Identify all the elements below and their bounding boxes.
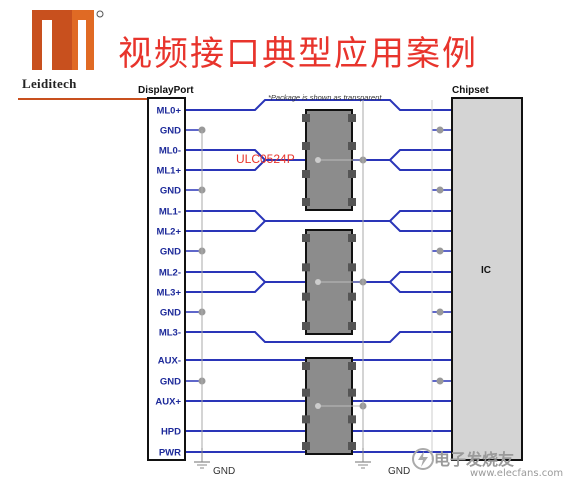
- gnd-label-left: GND: [213, 466, 235, 477]
- watermark-text: 电子发烧友: [434, 450, 515, 469]
- package-pin: [348, 362, 356, 370]
- package-pin: [302, 263, 310, 272]
- pin-label: ML3-: [159, 328, 181, 339]
- package-pin: [302, 388, 310, 397]
- pin-label: ML2-: [159, 268, 181, 279]
- pin-label: GND: [160, 247, 181, 258]
- brand-name: Leiditech: [22, 76, 77, 91]
- package-pin: [302, 142, 310, 150]
- pin-label: PWR: [159, 448, 181, 459]
- package-pin: [302, 170, 310, 178]
- package-pin: [302, 415, 310, 424]
- pin-label: ML3+: [156, 288, 181, 299]
- pin-label: GND: [160, 126, 181, 137]
- pin-label: ML1-: [159, 207, 181, 218]
- package-pin: [348, 388, 356, 397]
- gnd-label-right: GND: [388, 466, 410, 477]
- ic-label: IC: [481, 265, 491, 276]
- signal-trace: [185, 99, 452, 111]
- displayport-block: [147, 97, 186, 461]
- chipset-block: [451, 97, 523, 461]
- signal-trace: [185, 220, 452, 232]
- pin-label: GND: [160, 377, 181, 388]
- package-pin: [348, 198, 356, 206]
- package-gnd-dot: [315, 279, 321, 285]
- package-gnd-dot: [315, 157, 321, 163]
- pin-label: HPD: [161, 427, 181, 438]
- package-pin: [348, 263, 356, 272]
- page-title: 视频接口典型应用案例: [118, 34, 478, 74]
- pin-label: ML0-: [159, 146, 181, 157]
- package-pin: [348, 292, 356, 301]
- protection-packages: [302, 109, 367, 455]
- package-pin: [302, 442, 310, 450]
- gnd-wiring: [201, 100, 433, 460]
- package-pin: [348, 322, 356, 330]
- signal-trace: [185, 210, 452, 222]
- watermark-url: www.elecfans.com: [470, 468, 564, 479]
- gnd-junction: [436, 126, 444, 134]
- signal-trace: [185, 331, 452, 343]
- package-pin: [348, 170, 356, 178]
- pin-label: GND: [160, 308, 181, 319]
- gnd-junction: [436, 247, 444, 255]
- ground-symbol-left: [194, 448, 210, 469]
- package-pin: [302, 292, 310, 301]
- watermark-logo: [412, 448, 434, 470]
- gnd-junction: [436, 308, 444, 316]
- package-note: *Package is shown as transparent: [268, 93, 382, 102]
- package-pin: [302, 322, 310, 330]
- package-pin: [302, 114, 310, 122]
- signal-traces: [185, 99, 452, 453]
- package-pin: [302, 234, 310, 242]
- pin-labels: ML0+ GND ML0- ML1+ GND ML1- ML2+ GND ML2- ML3+ GND…: [155, 106, 181, 459]
- pin-label: ML2+: [156, 227, 181, 238]
- pin-label: AUX+: [155, 397, 181, 408]
- package-pin: [348, 415, 356, 424]
- package-pin: [348, 142, 356, 150]
- pin-label: AUX-: [158, 356, 181, 367]
- package-pin: [348, 114, 356, 122]
- pin-label: GND: [160, 186, 181, 197]
- chipset-title: Chipset: [452, 85, 489, 96]
- part-label: ULC0524P: [236, 152, 295, 166]
- gnd-junction: [436, 377, 444, 385]
- leiditech-logo: [32, 10, 104, 70]
- pin-label: ML1+: [156, 166, 181, 177]
- gnd-junction: [436, 186, 444, 194]
- brand-divider: [18, 98, 148, 100]
- package-pin: [348, 234, 356, 242]
- ground-symbol-right: [355, 448, 371, 469]
- displayport-title: DisplayPort: [138, 85, 194, 96]
- package-pin: [348, 442, 356, 450]
- package-pin: [302, 362, 310, 370]
- pin-label: ML0+: [156, 106, 181, 117]
- package-gnd-dot: [315, 403, 321, 409]
- package-pin: [302, 198, 310, 206]
